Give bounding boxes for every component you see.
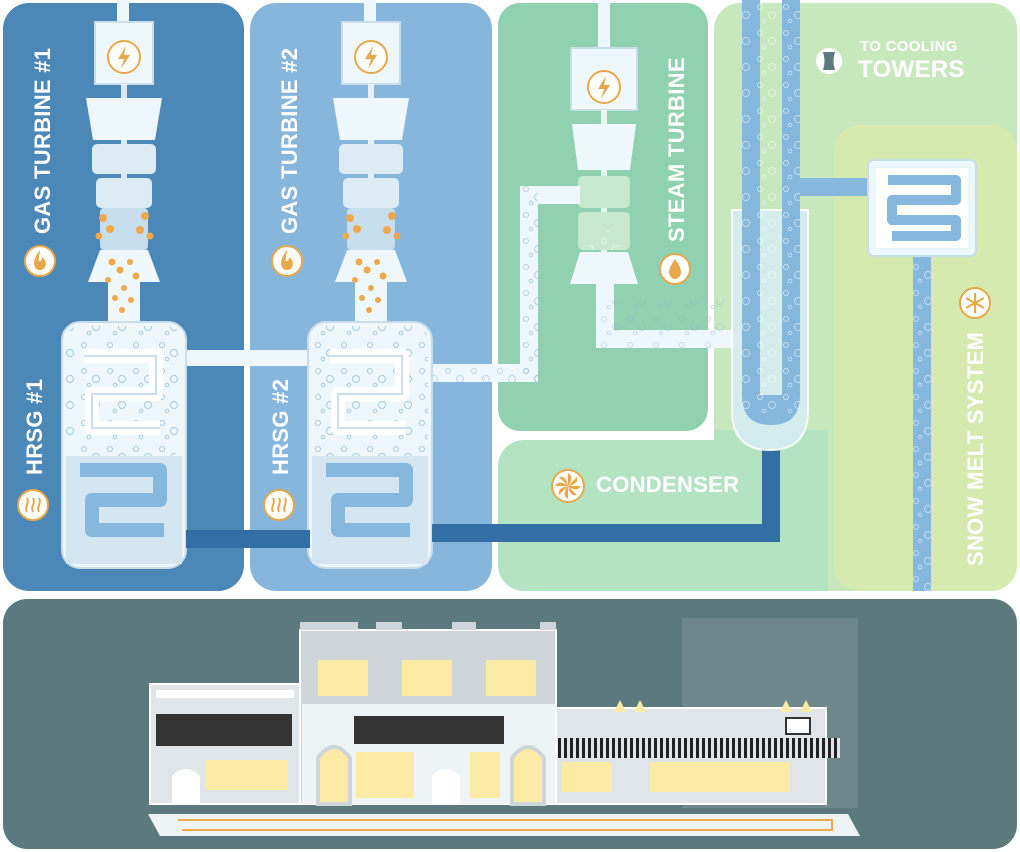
hrsg-1-label: HRSG #1 — [22, 378, 47, 475]
generator-3 — [570, 0, 638, 111]
generator-1 — [94, 0, 154, 85]
flame-particles-2 — [342, 212, 401, 313]
gas-turbine-1-body — [86, 84, 162, 324]
steam-heat-icon — [17, 489, 49, 521]
gas-turbine-2-body — [333, 84, 409, 324]
steam-turbine-body — [570, 110, 638, 300]
flame-particles-1 — [95, 212, 154, 313]
hrsg-2 — [307, 321, 433, 569]
steam-turbine-label: STEAM TURBINE — [664, 57, 689, 242]
cooling-tower-icon — [816, 48, 842, 74]
generator-2 — [341, 0, 401, 85]
cooling-towers-label-top: TO COOLING — [860, 38, 958, 55]
town-scene — [148, 618, 860, 836]
hrsg-1 — [61, 321, 187, 569]
flame-icon — [24, 245, 56, 277]
cooling-towers-label-bottom: TOWERS — [858, 56, 965, 83]
snowflake-icon — [959, 287, 991, 319]
water-drop-icon — [659, 253, 691, 285]
cooling-water-pipes — [742, 0, 931, 591]
steam-heat-icon — [263, 489, 295, 521]
hrsg-2-label: HRSG #2 — [268, 378, 293, 475]
snow-melt-label: SNOW MELT SYSTEM — [963, 331, 988, 566]
gas-turbine-2-label: GAS TURBINE #2 — [277, 47, 302, 234]
condensate-pipe — [186, 450, 780, 548]
steam-pipes-bubbles — [430, 186, 736, 382]
gas-turbine-1-label: GAS TURBINE #1 — [30, 47, 55, 234]
fan-icon — [551, 469, 585, 503]
condenser-label: CONDENSER — [596, 472, 740, 497]
snow-melt-exchanger — [867, 159, 977, 257]
flame-icon — [271, 245, 303, 277]
